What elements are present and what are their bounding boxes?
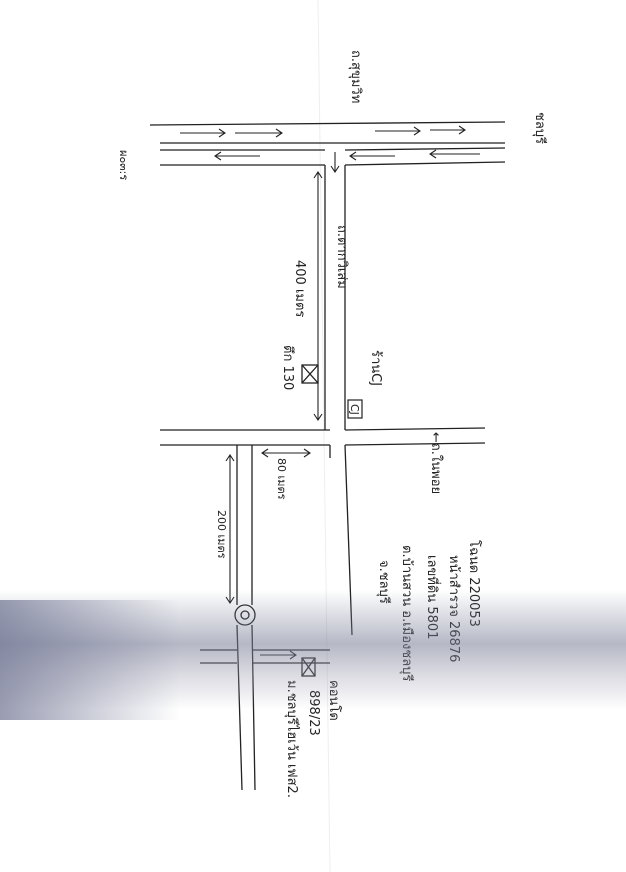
distance-main-label: 400 เมตร [292, 260, 307, 317]
page-edge-line [317, 0, 331, 872]
road-main-label: ถ.ตากวิเส่ม [334, 225, 349, 289]
highway-top [149, 121, 506, 166]
cj-box [347, 399, 363, 419]
distance-arrows [225, 171, 323, 660]
highway-arrows [180, 125, 480, 173]
cj-box-label: CJ [348, 404, 361, 415]
landmark-right-label: ร้านCJ [368, 350, 383, 386]
scan-smudge-edge [0, 600, 180, 720]
landmark-left-label: ตึก 130 [280, 345, 295, 390]
road-cross [160, 427, 486, 446]
cross-road-label: ←ถ.ในพอย [428, 432, 444, 494]
distance-short-label: 80 เมตร [275, 458, 288, 500]
road-top-direction: ชลบุรี [532, 112, 548, 144]
distance-long-label: 200 เมตร [215, 510, 228, 559]
road-top-label: ถ.สุขุมวิท [348, 50, 363, 103]
landmark-building-130 [301, 364, 319, 384]
corner-code: ผ๐๓:ร [117, 150, 130, 180]
